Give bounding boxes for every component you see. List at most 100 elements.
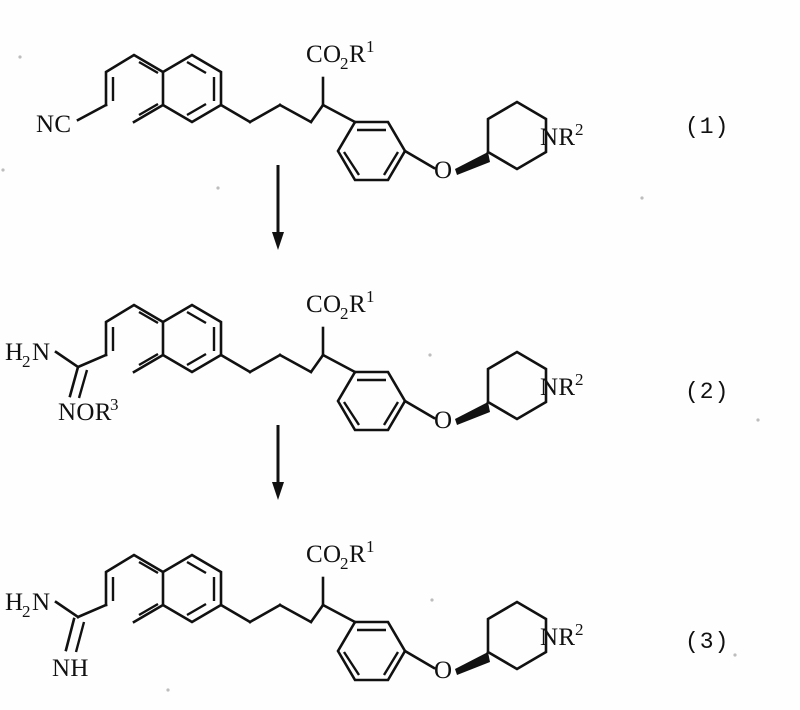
bond-c-n-double-a [64,617,76,652]
bond-phenyl-to-oxygen [403,649,436,670]
bond-stereocenter-to-phenyl [321,103,357,124]
naphthalene-inner-2 [138,560,159,575]
scan-speck [430,598,434,602]
bond-stereocenter-to-phenyl [321,353,357,374]
bond-ch2-to-ch [248,353,282,374]
bond-ch-up [309,603,325,624]
bond-ring-to-ch2 [219,353,252,374]
phenylene-ring [336,370,407,432]
ester-subscript: 2 [340,554,349,573]
oxime-superscript: 3 [110,395,119,414]
amine-label-group-1: NR 2 [540,120,584,151]
stereo-wedge-bond [455,652,490,675]
piperidine-ring [486,100,548,171]
phenylene-inner-2 [342,151,361,176]
amidine-amine-subscript: 2 [22,602,31,621]
ester-element: R [349,291,366,318]
naphthalene-right-ring [161,553,223,624]
amine-label: NR [540,374,575,401]
scan-speck [18,55,22,59]
bond-phenyl-to-oxygen [403,399,436,420]
scan-speck [428,353,432,357]
bond-ch2-to-ch [248,103,282,124]
arrow-2-head [272,482,284,500]
amidoxime-amine-label: H [5,339,23,366]
scan-speck [640,196,644,200]
equation-label-1: (1) [685,114,729,140]
structure-1: NC CO 2 [36,37,729,184]
amine-superscript: 2 [575,370,584,389]
bond-c-n-double-b [74,621,86,653]
piperidine-ring [486,350,548,421]
amine-label-group-3: NR 2 [540,620,584,651]
naphthalene-inner-3 [138,352,159,367]
ether-oxygen-label: O [434,157,452,184]
bond-amine-to-carbon [54,350,80,369]
bond-phenyl-to-oxygen [403,149,436,170]
ester-label: CO [306,41,341,68]
imine-label: NH [52,655,89,682]
bond-ch-to-stereocenter [278,353,313,374]
bond-carbon-to-ring [76,603,108,619]
naphthalene-inner-6 [186,602,207,617]
bond-amine-to-carbon [54,600,80,619]
naphthalene-inner-3 [138,102,159,117]
amine-superscript: 2 [575,120,584,139]
stereo-wedge-bond [455,152,490,175]
amidine-amine-label-group: H 2 N [5,589,50,621]
naphthalene-inner-6 [186,102,207,117]
scan-speck [733,653,737,657]
arrow-1-head [272,232,284,250]
nitrile-label: NC [36,111,71,138]
ester-superscript: 1 [366,287,375,306]
stereo-wedge-bond [455,402,490,425]
bond-c-n-double-b [77,369,89,399]
amine-label: NR [540,624,575,651]
ester-label: CO [306,291,341,318]
bond-stereocenter-to-phenyl [321,603,357,624]
arrow-1 [272,165,284,250]
ester-label: CO [306,541,341,568]
oxime-label: NOR [58,399,112,426]
amine-label: NR [540,124,575,151]
ester-element: R [349,541,366,568]
naphthalene-inner-4 [186,310,207,325]
amidoxime-amine-subscript: 2 [22,352,31,371]
naphthalene-left-ring [104,553,165,624]
bond-ring-to-ch2 [219,103,252,124]
structure-3: H 2 N NH [5,537,728,684]
bond-c-n-double-a [68,365,80,398]
scan-speck [1,168,5,172]
phenylene-ring [336,120,407,182]
ester-label-group-1: CO 2 R 1 [306,37,375,73]
scan-speck [756,418,760,422]
naphthalene-right-ring [161,53,223,124]
scan-artifacts [1,55,760,692]
bond-ring-to-ch2 [219,603,252,624]
phenylene-inner-3 [382,151,400,176]
scan-speck [166,688,170,692]
equation-label-2: (2) [685,379,729,405]
bond-ch-up [309,353,325,374]
bond-ch2-to-ch [248,603,282,624]
ether-oxygen-label: O [434,657,452,684]
arrow-2 [272,425,284,500]
bond-carbon-to-ring [76,353,108,369]
bond-ch-to-stereocenter [278,603,313,624]
ester-subscript: 2 [340,54,349,73]
piperidine-ring [486,600,548,671]
oxime-label-group: NOR 3 [58,395,119,426]
phenylene-inner-2 [342,401,361,426]
naphthalene-left-ring [104,303,165,374]
ester-superscript: 1 [366,537,375,556]
bond-ch-up [309,103,325,124]
naphthalene-left-ring [104,53,165,124]
naphthalene-inner-2 [138,310,159,325]
phenylene-inner-3 [382,651,400,676]
structure-2: H 2 N NOR 3 [5,287,729,434]
amidine-amine-element: N [32,589,50,616]
ester-element: R [349,41,366,68]
scan-speck [216,186,220,190]
